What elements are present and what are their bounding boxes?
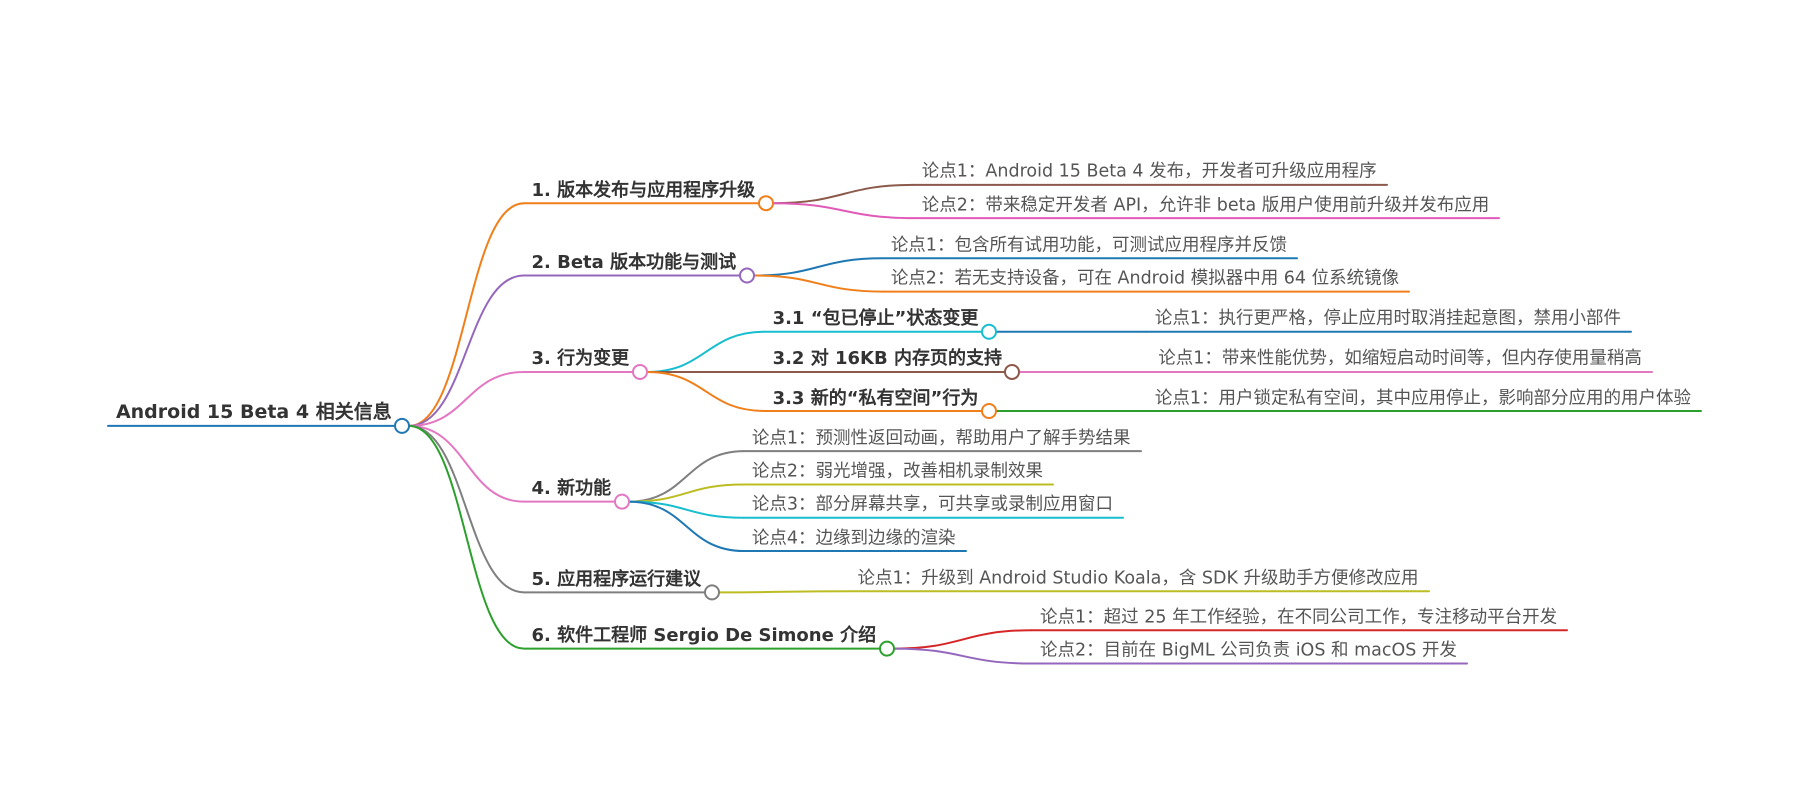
- branch-3-sub-3-point-1[interactable]: 论点1：用户锁定私有空间，其中应用停止，影响部分应用的用户体验: [1154, 388, 1691, 409]
- branch-6-topic[interactable]: 6. 软件工程师 Sergio De Simone 介绍: [531, 625, 877, 647]
- link-root-to-branch-6: [408, 424, 525, 650]
- link-branch-6-child-2: [893, 647, 1033, 665]
- link-root-to-branch-2: [408, 274, 525, 427]
- branch-5-point-1[interactable]: 论点1：升级到 Android Studio Koala，含 SDK 升级助手方…: [857, 568, 1419, 589]
- link-branch-1-child-1: [772, 183, 915, 205]
- link-branch-6-child-1: [893, 629, 1033, 650]
- link-branch-3-child-3: [646, 370, 766, 412]
- link-branch-5-child-1: [718, 590, 851, 594]
- link-root-to-branch-3: [408, 370, 525, 427]
- link-root-to-branch-1: [408, 202, 525, 427]
- branch-2-point-2[interactable]: 论点2：若无支持设备，可在 Android 模拟器中用 64 位系统镜像: [890, 268, 1400, 289]
- link-branch-1-child-2: [772, 202, 915, 220]
- branch-3-sub-3-connector: [981, 402, 997, 419]
- branch-3-topic[interactable]: 3. 行为变更: [531, 348, 630, 370]
- branch-4-point-4[interactable]: 论点4：边缘到边缘的渲染: [751, 528, 956, 549]
- branch-3-sub-2[interactable]: 3.2 对 16KB 内存页的支持: [772, 348, 1002, 370]
- branch-6-connector: [879, 640, 895, 657]
- branch-4-connector: [614, 493, 630, 510]
- root-topic[interactable]: Android 15 Beta 4 相关信息: [115, 401, 392, 424]
- branch-2-connector: [739, 267, 755, 284]
- branch-1-topic[interactable]: 1. 版本发布与应用程序升级: [531, 179, 756, 201]
- link-branch-3-child-1: [646, 330, 766, 373]
- branch-3-sub-1-connector: [981, 323, 997, 340]
- link-branch-4-child-4: [628, 500, 745, 553]
- branch-2-topic[interactable]: 2. Beta 版本功能与测试: [531, 252, 737, 274]
- branch-4-point-3[interactable]: 论点3：部分屏幕共享，可共享或录制应用窗口: [751, 494, 1114, 515]
- branch-5-topic[interactable]: 5. 应用程序运行建议: [531, 568, 702, 590]
- branch-4-point-2[interactable]: 论点2：弱光增强，改善相机录制效果: [751, 461, 1044, 482]
- branch-4-point-1[interactable]: 论点1：预测性返回动画，帮助用户了解手势结果: [751, 428, 1131, 449]
- branch-4-topic[interactable]: 4. 新功能: [531, 478, 612, 500]
- link-branch-4-child-3: [628, 500, 745, 519]
- root-connector: [394, 417, 410, 434]
- link-root-to-branch-5: [408, 424, 525, 594]
- link-branch-4-child-1: [628, 450, 745, 503]
- branch-3-connector: [632, 363, 648, 380]
- link-branch-2-child-1: [753, 257, 884, 277]
- branch-3-sub-3[interactable]: 3.3 新的“私有空间”行为: [772, 387, 979, 409]
- branch-6-point-2[interactable]: 论点2：目前在 BigML 公司负责 iOS 和 macOS 开发: [1040, 640, 1457, 661]
- branch-2-point-1[interactable]: 论点1：包含所有试用功能，可测试应用程序并反馈: [890, 235, 1287, 256]
- branch-6-point-1[interactable]: 论点1：超过 25 年工作经验，在不同公司工作，专注移动平台开发: [1040, 607, 1558, 628]
- link-branch-2-child-2: [753, 274, 884, 293]
- branch-3-sub-2-point-1[interactable]: 论点1：带来性能优势，如缩短启动时间等，但内存使用量稍高: [1158, 348, 1642, 369]
- branch-1-point-1[interactable]: 论点1：Android 15 Beta 4 发布，开发者可升级应用程序: [921, 161, 1377, 182]
- branch-3-sub-1-point-1[interactable]: 论点1：执行更严格，停止应用时取消挂起意图，禁用小部件: [1154, 308, 1621, 329]
- branch-5-connector: [704, 584, 720, 601]
- branch-3-sub-1[interactable]: 3.1 “包已停止”状态变更: [772, 308, 979, 330]
- branch-1-connector: [758, 195, 774, 212]
- branch-3-sub-2-connector: [1004, 363, 1020, 380]
- link-branch-4-child-2: [628, 483, 745, 503]
- link-root-to-branch-4: [408, 424, 525, 503]
- branch-1-point-2[interactable]: 论点2：带来稳定开发者 API，允许非 beta 版用户使用前升级并发布应用: [921, 195, 1490, 216]
